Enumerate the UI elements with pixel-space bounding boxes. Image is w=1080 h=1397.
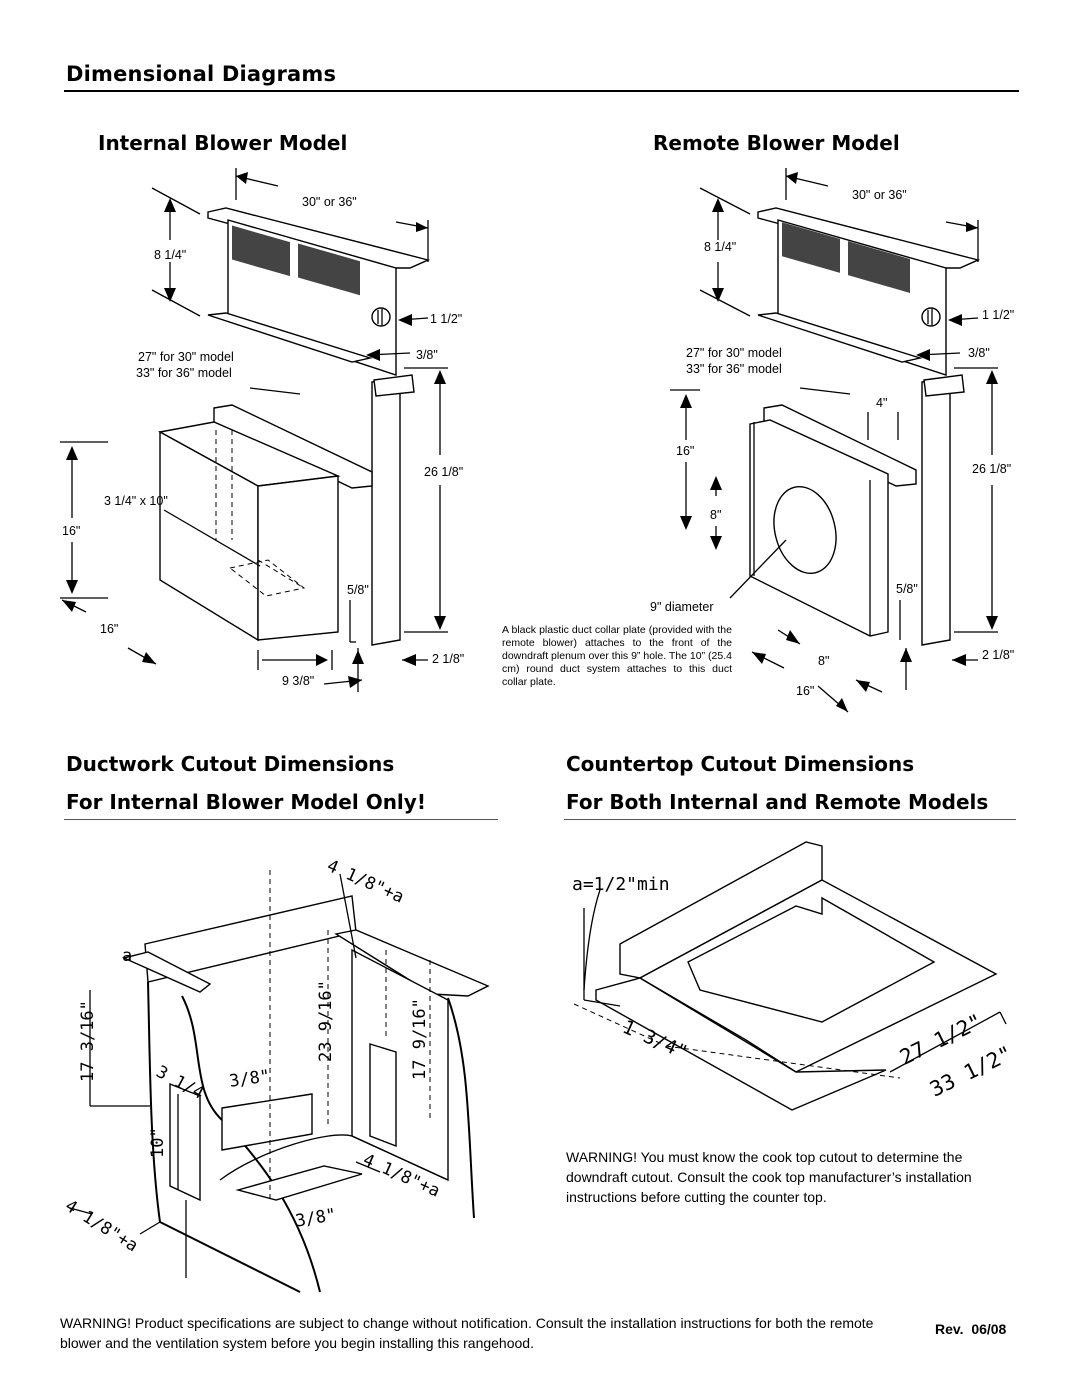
remote-tall: 26 1/8" (972, 462, 1012, 476)
remote-diameter: 9" diameter (650, 600, 714, 614)
remote-model1: 27" for 30" model (686, 346, 782, 360)
duct-ten-label: 10" (148, 1127, 168, 1158)
internal-tall: 26 1/8" (424, 465, 464, 479)
internal-model2: 33" for 36" model (136, 366, 232, 380)
remote-eight-h: 8" (818, 654, 830, 668)
internal-width: 30" or 36" (302, 195, 357, 209)
ductwork-rule (64, 819, 498, 820)
internal-five8: 5/8" (347, 583, 369, 597)
remote-blower-drawing (670, 168, 998, 713)
internal-nine38: 9 3/8" (282, 674, 315, 688)
duct-h3-label: 17 9/16" (410, 998, 430, 1080)
internal-blower-drawing (60, 168, 448, 692)
remote-four: 4" (876, 396, 888, 410)
internal-d1: 1 1/2" (430, 312, 463, 326)
remote-two18: 2 1/8" (982, 648, 1015, 662)
duct-h2-label: 23 9/16" (316, 980, 336, 1062)
footer-warning-bold: WARNING! (60, 1315, 132, 1331)
internal-d2: 3/8" (416, 348, 438, 362)
remote-side16: 16" (676, 444, 695, 458)
countertop-warning: WARNING! You must know the cook top cuto… (566, 1147, 1022, 1207)
remote-model2: 33" for 36" model (686, 362, 782, 376)
title-rule (64, 90, 1019, 92)
revision: Rev. 06/08 (935, 1321, 1007, 1337)
internal-two18: 2 1/8" (432, 652, 465, 666)
countertop-rule (564, 819, 1016, 820)
countertop-heading-1: Countertop Cutout Dimensions (566, 752, 915, 776)
footer-warning-text: Product specifications are subject to ch… (60, 1315, 874, 1351)
internal-model1: 27" for 30" model (138, 350, 234, 364)
remote-five8: 5/8" (896, 582, 918, 596)
internal-heading: Internal Blower Model (98, 131, 348, 155)
internal-side16: 16" (62, 524, 81, 538)
internal-bot16: 16" (100, 622, 119, 636)
countertop-warning-text: You must know the cook top cutout to det… (566, 1149, 972, 1205)
remote-note: A black plastic duct collar plate (provi… (502, 624, 732, 688)
ductwork-heading-1: Ductwork Cutout Dimensions (66, 752, 395, 776)
countertop-heading-2: For Both Internal and Remote Models (566, 790, 989, 814)
counter-amin-label: a=1/2"min (572, 874, 670, 895)
remote-d2: 3/8" (968, 346, 990, 360)
remote-d1: 1 1/2" (982, 308, 1015, 322)
remote-heading: Remote Blower Model (653, 131, 900, 155)
remote-width: 30" or 36" (852, 188, 907, 202)
ductwork-drawing (69, 870, 490, 1293)
remote-bot16: 16" (796, 684, 815, 698)
page-title: Dimensional Diagrams (66, 62, 337, 86)
internal-duct: 3 1/4" x 10" (104, 494, 168, 508)
duct-h1-label: 17 3/16" (78, 1000, 98, 1082)
remote-height: 8 1/4" (704, 240, 737, 254)
footer-warning: WARNING! Product specifications are subj… (60, 1313, 900, 1353)
remote-eight-v: 8" (710, 508, 722, 522)
internal-height: 8 1/4" (154, 248, 187, 262)
countertop-drawing (573, 841, 1007, 1111)
duct-a-label: a (122, 946, 133, 966)
countertop-warning-bold: WARNING! (566, 1149, 638, 1165)
ductwork-heading-2: For Internal Blower Model Only! (66, 790, 426, 814)
